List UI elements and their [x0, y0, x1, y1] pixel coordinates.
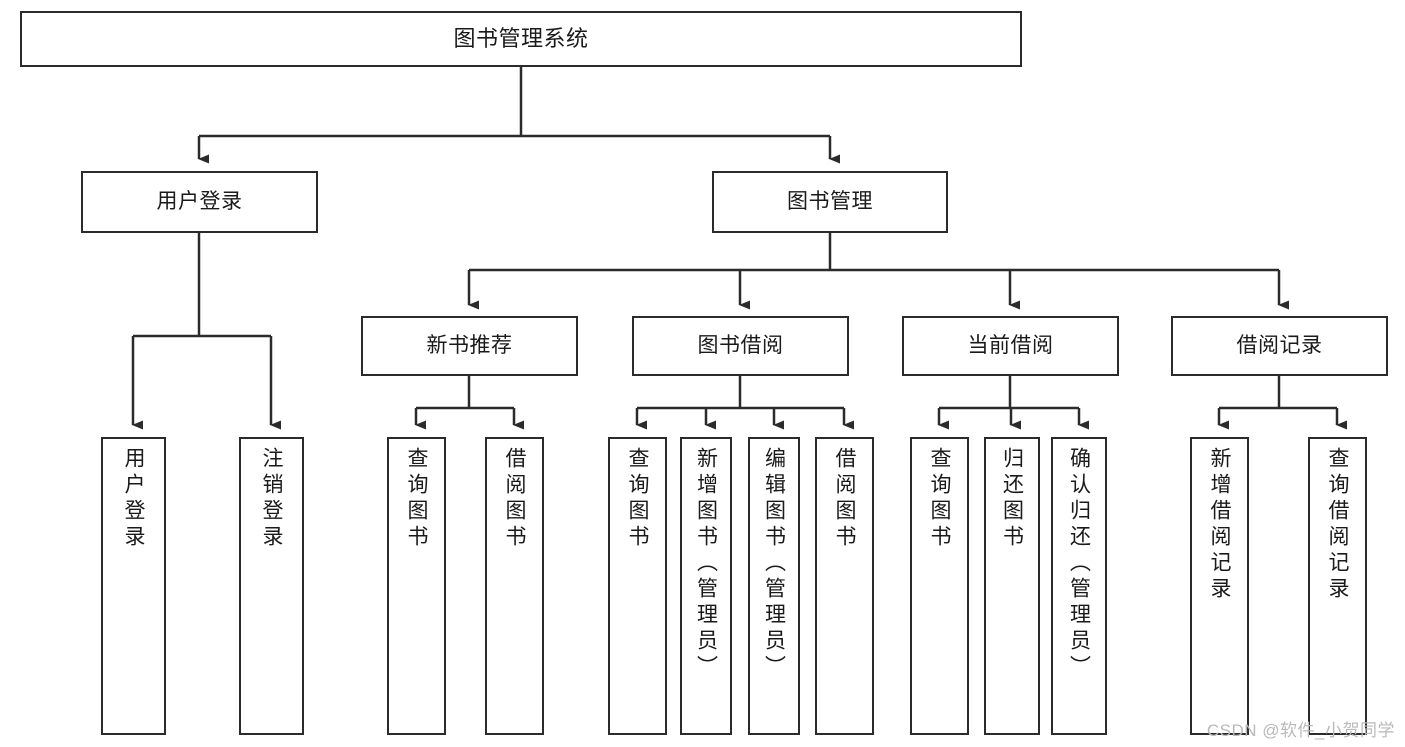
node-leaf-add-record-label: 新增借阅记录 — [1208, 447, 1231, 603]
node-leaf-add-record[interactable]: 新增借阅记录 — [1190, 437, 1249, 735]
node-current-borrow-label: 当前借阅 — [967, 333, 1054, 357]
node-leaf-confirm-return[interactable]: 确认归还（管理员） — [1051, 437, 1107, 735]
node-book-borrow-label: 图书借阅 — [697, 333, 784, 357]
node-leaf-query-book-2-label: 查询图书 — [626, 447, 649, 551]
node-user-login-label: 用户登录 — [156, 189, 243, 213]
node-borrow-record-label: 借阅记录 — [1236, 333, 1323, 357]
node-root[interactable]: 图书管理系统 — [20, 11, 1022, 67]
node-leaf-add-book[interactable]: 新增图书（管理员） — [680, 437, 732, 735]
node-current-borrow[interactable]: 当前借阅 — [902, 316, 1119, 376]
node-leaf-edit-book-label: 编辑图书（管理员） — [762, 447, 786, 681]
node-new-book-recommend-label: 新书推荐 — [426, 333, 513, 357]
node-leaf-return-book[interactable]: 归还图书 — [984, 437, 1040, 735]
node-leaf-query-book-3[interactable]: 查询图书 — [910, 437, 969, 735]
node-leaf-borrow-book-1[interactable]: 借阅图书 — [485, 437, 544, 735]
node-root-label: 图书管理系统 — [453, 26, 589, 52]
node-leaf-query-book-1-label: 查询图书 — [405, 447, 428, 551]
node-leaf-query-book-2[interactable]: 查询图书 — [608, 437, 667, 735]
node-leaf-borrow-book-2-label: 借阅图书 — [833, 447, 856, 551]
node-book-management-label: 图书管理 — [787, 189, 873, 213]
node-book-borrow[interactable]: 图书借阅 — [632, 316, 849, 376]
node-leaf-borrow-book-2[interactable]: 借阅图书 — [815, 437, 874, 735]
node-borrow-record[interactable]: 借阅记录 — [1171, 316, 1388, 376]
node-leaf-logout[interactable]: 注销登录 — [239, 437, 304, 735]
watermark: CSDN @软件_小贺同学 — [1206, 721, 1395, 740]
node-leaf-query-book-3-label: 查询图书 — [928, 447, 951, 551]
node-leaf-add-book-label: 新增图书（管理员） — [694, 447, 718, 681]
node-leaf-query-record-label: 查询借阅记录 — [1326, 447, 1349, 603]
node-leaf-query-record[interactable]: 查询借阅记录 — [1308, 437, 1367, 735]
node-leaf-return-book-label: 归还图书 — [1000, 447, 1024, 551]
node-leaf-query-book-1[interactable]: 查询图书 — [387, 437, 446, 735]
node-leaf-logout-label: 注销登录 — [260, 447, 283, 551]
node-book-management[interactable]: 图书管理 — [712, 171, 948, 233]
node-new-book-recommend[interactable]: 新书推荐 — [361, 316, 578, 376]
node-leaf-user-login-label: 用户登录 — [122, 447, 145, 551]
node-leaf-borrow-book-1-label: 借阅图书 — [503, 447, 526, 551]
node-leaf-edit-book[interactable]: 编辑图书（管理员） — [748, 437, 800, 735]
node-leaf-user-login[interactable]: 用户登录 — [101, 437, 166, 735]
node-leaf-confirm-return-label: 确认归还（管理员） — [1067, 447, 1091, 681]
node-user-login[interactable]: 用户登录 — [81, 171, 318, 233]
